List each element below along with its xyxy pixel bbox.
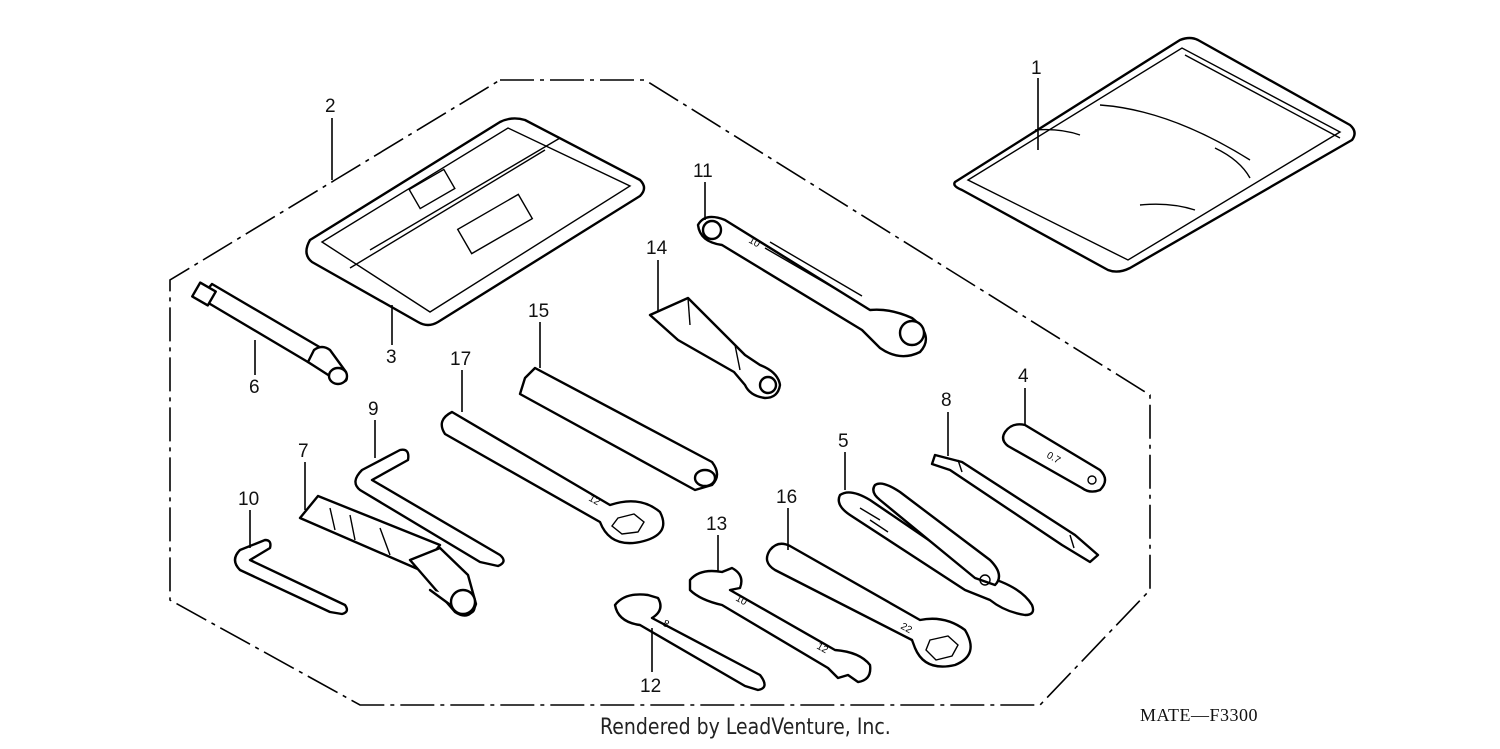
part-12-wrench-8[interactable]: 8 — [613, 593, 766, 692]
part-10-hex-key-small[interactable] — [233, 538, 349, 616]
part-16-wrench-22[interactable]: 22 — [765, 542, 972, 668]
callout-5: 5 — [838, 431, 849, 452]
callout-6: 6 — [249, 377, 260, 398]
part-2-3-tool-roll[interactable] — [305, 117, 646, 327]
part-15-handle[interactable] — [518, 366, 719, 492]
callout-1: 1 — [1031, 58, 1042, 79]
wrench-12-marking: 12 — [815, 641, 831, 656]
part-8-screwdriver-bit[interactable] — [930, 453, 1100, 564]
part-4-feeler-gauge[interactable]: 0.7 — [1001, 423, 1107, 493]
part-13-wrench-10-12[interactable]: 10 12 — [688, 566, 872, 684]
callout-7: 7 — [298, 441, 309, 462]
wrench-8-marking: 8 — [661, 618, 672, 631]
part-5-pliers[interactable] — [837, 482, 1035, 617]
callout-labels: 1 2 3 4 5 6 7 8 9 10 11 12 13 14 15 16 1… — [238, 58, 1042, 697]
callout-17: 17 — [450, 349, 471, 370]
callout-11: 11 — [693, 161, 713, 182]
part-11-ring-wrench[interactable]: 10 — [696, 215, 928, 358]
callout-9: 9 — [368, 399, 379, 420]
ring-wrench-marking: 10 — [747, 235, 763, 250]
leader-lines — [249, 78, 1039, 672]
callout-12: 12 — [640, 676, 661, 697]
callout-3: 3 — [386, 347, 397, 368]
callout-2: 2 — [325, 96, 336, 117]
wrench-17-marking: 12 — [587, 493, 603, 508]
callout-4: 4 — [1018, 366, 1029, 387]
callout-16: 16 — [776, 487, 797, 508]
wrench-10-marking: 10 — [734, 593, 750, 608]
rendered-by-credit: Rendered by LeadVenture, Inc. — [600, 715, 891, 740]
diagram-code: MATE—F3300 — [1140, 705, 1259, 725]
wrench-22-marking: 22 — [899, 621, 915, 636]
kit-boundary-outline — [169, 79, 1151, 706]
part-7-spark-plug-wrench[interactable] — [298, 494, 478, 617]
callout-15: 15 — [528, 301, 549, 322]
part-1-tool-bag[interactable] — [953, 36, 1356, 273]
part-17-box-wrench[interactable]: 12 — [440, 410, 665, 545]
part-6-extension-bar[interactable] — [191, 281, 349, 386]
callout-8: 8 — [941, 390, 952, 411]
callout-13: 13 — [706, 514, 727, 535]
part-14-screwdriver-handle[interactable] — [648, 296, 782, 400]
callout-14: 14 — [646, 238, 668, 259]
part-9-hex-key-large[interactable] — [354, 448, 505, 568]
callout-10: 10 — [238, 489, 259, 510]
